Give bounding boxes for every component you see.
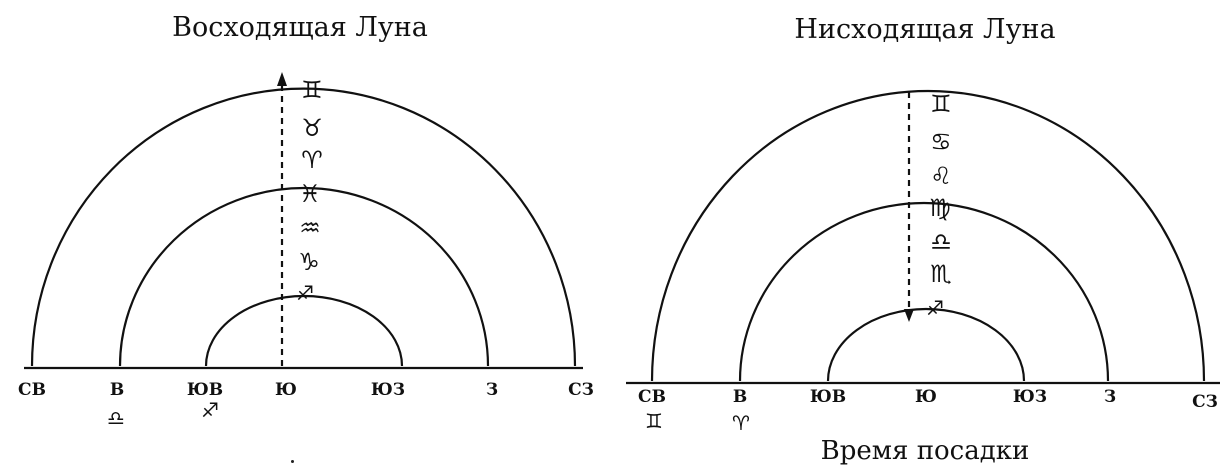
left-outer-arc (30, 87, 577, 367)
left-arrow-head (277, 72, 287, 86)
right-dir-sw: ЮЗ (1012, 387, 1048, 407)
left-sign-capricorn: ♑ (298, 248, 320, 276)
right-inner-arc (826, 307, 1026, 382)
right-bottom-sign-east: ♈ (732, 411, 750, 435)
right-sign-gemini: ♊ (930, 90, 952, 118)
right-diagram-title: Нисходящая Луна (794, 14, 1056, 45)
right-middle-arc (738, 201, 1110, 382)
planting-time-caption: Время посадки (820, 436, 1030, 466)
left-dir-sw: ЮЗ (370, 380, 406, 400)
left-middle-arc (118, 186, 490, 367)
right-dir-w: З (1103, 387, 1117, 407)
left-sign-aquarius: ♒ (299, 214, 321, 242)
left-sign-gemini: ♊ (301, 76, 323, 104)
right-dir-s: Ю (915, 387, 937, 407)
right-sign-sagittarius: ♐ (926, 296, 944, 320)
left-dir-e: В (109, 380, 125, 400)
left-inner-arc (204, 294, 404, 367)
right-dir-e: В (732, 387, 748, 407)
left-sign-pisces: ♓ (299, 180, 321, 208)
right-bottom-sign-northeast: ♊ (645, 409, 663, 433)
left-dir-ne: СВ (18, 380, 46, 400)
right-dir-se: ЮВ (809, 387, 847, 407)
left-dir-s: Ю (275, 380, 297, 400)
right-sign-scorpio: ♏ (930, 260, 952, 288)
right-sign-cancer: ♋ (930, 128, 952, 156)
left-dir-w: З (485, 380, 499, 400)
right-sign-libra: ♎ (930, 228, 952, 256)
left-dir-se: ЮВ (186, 380, 224, 400)
stray-dot (291, 460, 294, 463)
right-dir-nw: СЗ (1192, 392, 1218, 412)
right-dir-ne: СВ (638, 387, 666, 407)
right-outer-arc (650, 89, 1206, 382)
right-arrow-head (904, 309, 914, 322)
right-sign-leo: ♌ (930, 162, 952, 190)
right-sign-virgo: ♍ (929, 194, 951, 222)
left-sign-sagittarius: ♐ (296, 281, 314, 305)
left-diagram-title: Восходящая Луна (172, 12, 428, 43)
left-bottom-sign-southeast: ♐ (201, 398, 219, 422)
left-sign-aries: ♈ (301, 146, 323, 174)
left-sign-taurus: ♉ (301, 114, 323, 142)
left-bottom-sign-east: ♎ (107, 406, 125, 430)
left-dir-nw: СЗ (568, 380, 594, 400)
